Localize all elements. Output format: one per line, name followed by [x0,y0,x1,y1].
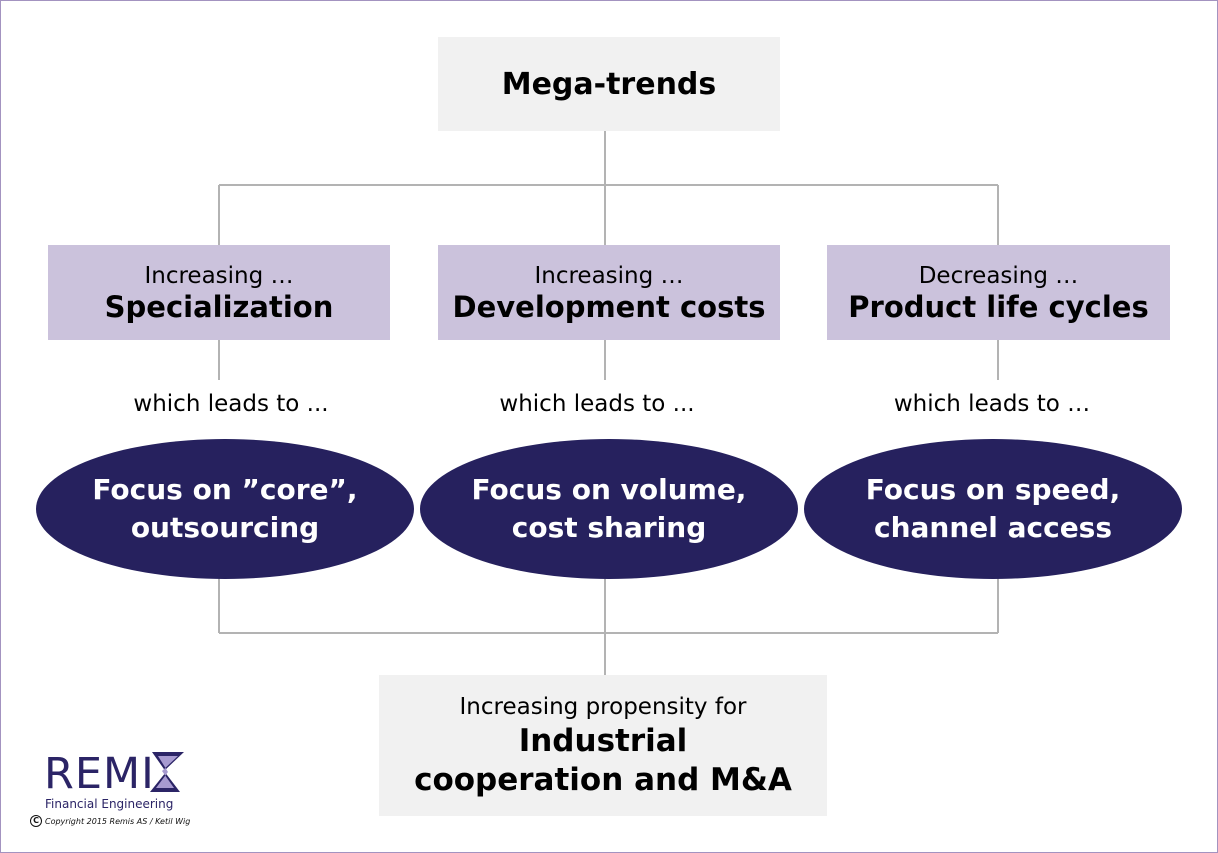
trend-title: Product life cycles [848,289,1149,324]
trend-box-specialization: Increasing … Specialization [48,245,390,340]
result-ellipse-speed-channel-access: Focus on speed, channel access [804,439,1182,579]
leads-to-label-center: which leads to ... [499,391,695,417]
mega-trends-box: Mega-trends [438,37,780,131]
trend-prefix: Increasing … [144,262,294,289]
copyright-text: Copyright 2015 Remis AS / Ketil Wig [45,816,191,826]
trend-box-product-life-cycles: Decreasing … Product life cycles [827,245,1170,340]
result-label: Focus on speed, channel access [865,473,1121,544]
result-label: Focus on ”core”, outsourcing [92,473,358,544]
trend-box-development-costs: Increasing … Development costs [438,245,780,340]
outcome-prefix: Increasing propensity for [459,693,747,720]
copyright-notice: C Copyright 2015 Remis AS / Ketil Wig [30,815,190,827]
mega-trends-label: Mega-trends [501,66,717,102]
leads-to-label-left: which leads to ... [133,391,329,417]
trend-title: Specialization [104,289,334,324]
result-ellipse-volume-cost-sharing: Focus on volume, cost sharing [420,439,798,579]
leads-to-label-right: which leads to … [893,391,1091,417]
outcome-box: Increasing propensity for Industrial coo… [379,675,827,816]
result-label: Focus on volume, cost sharing [471,473,747,544]
copyright-icon: C [30,815,42,827]
logo-arrow-icon [150,752,184,792]
outcome-title-line1: Industrial [518,722,688,759]
logo-wordmark: REMI [44,749,155,799]
remis-logo: REMI Financial Engineering [40,748,240,828]
outcome-title-line2: cooperation and M&A [414,761,792,798]
trend-prefix: Increasing … [534,262,684,289]
trend-title: Development costs [452,289,766,324]
logo-subtitle: Financial Engineering [45,797,174,811]
trend-prefix: Decreasing … [918,262,1079,289]
result-ellipse-core-outsourcing: Focus on ”core”, outsourcing [36,439,414,579]
